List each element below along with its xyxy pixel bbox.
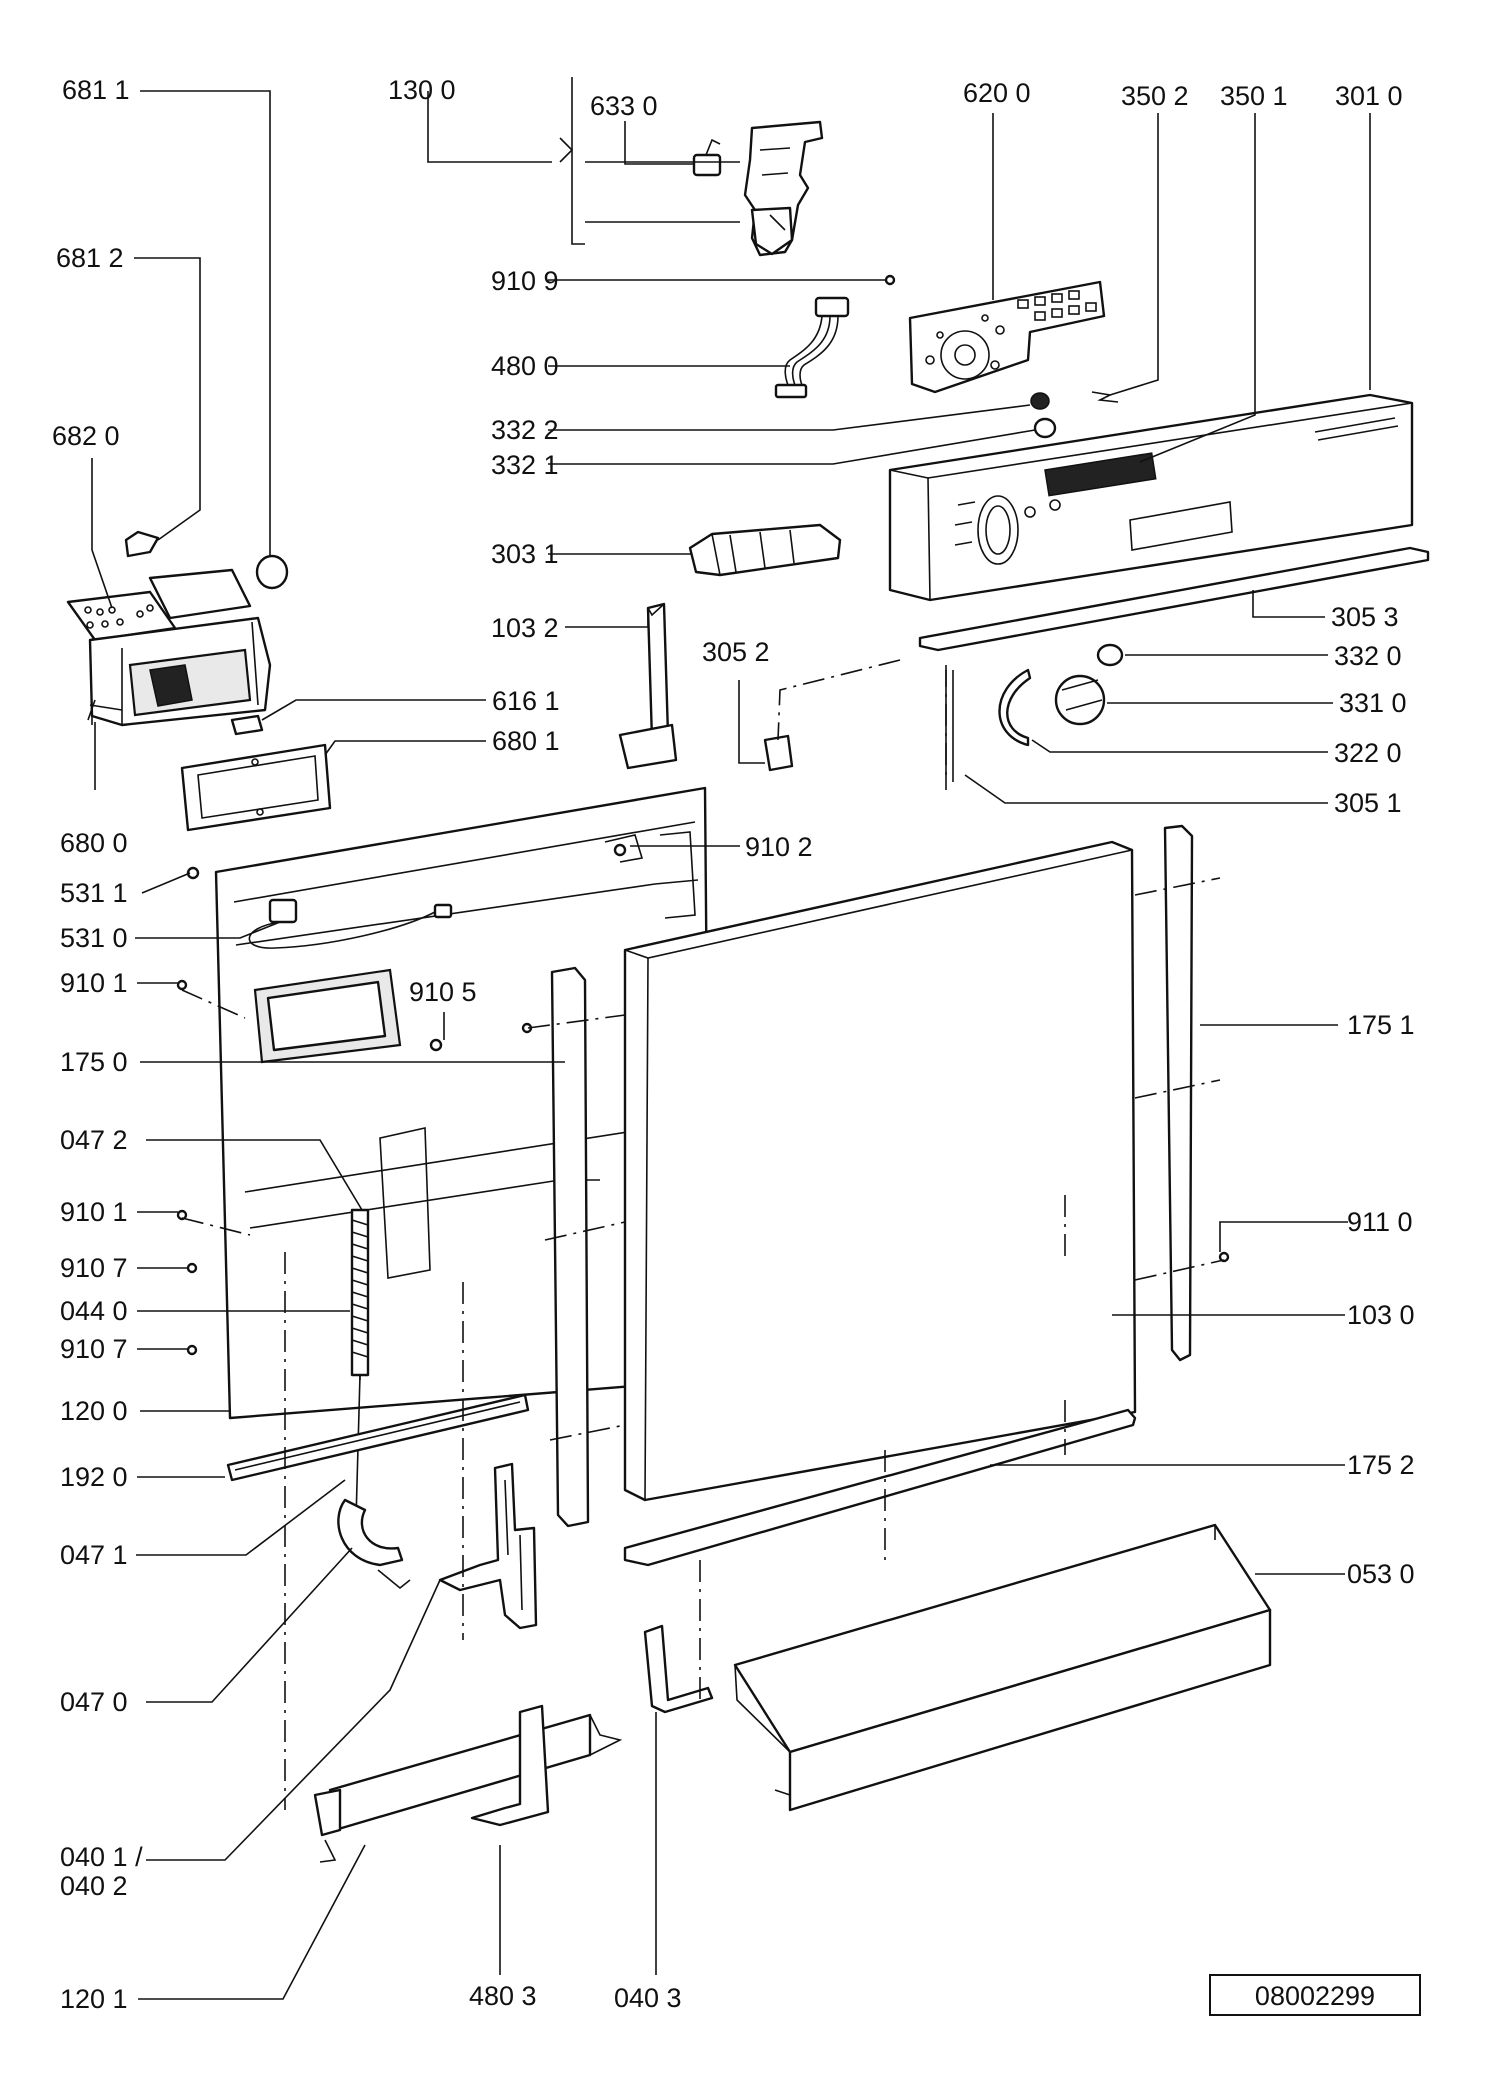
label-103-0: 103 0 [1347, 1300, 1415, 1330]
label-910-1-a: 910 1 [60, 968, 128, 998]
label-681-2: 681 2 [56, 243, 124, 273]
screw-910-9 [884, 274, 896, 286]
cap-681-1 [255, 554, 289, 590]
label-044-0: 044 0 [60, 1296, 128, 1326]
label-910-2: 910 2 [745, 832, 813, 862]
label-531-1: 531 1 [60, 878, 128, 908]
label-040-2: 040 2 [60, 1871, 128, 1901]
button-332-2 [1030, 392, 1050, 410]
part-number-labels: 681 1 130 0 633 0 620 0 350 2 350 1 301 … [52, 75, 1415, 2014]
hinge-040-1 [438, 1462, 538, 1630]
label-322-0: 322 0 [1334, 738, 1402, 768]
label-047-2: 047 2 [60, 1125, 128, 1155]
kick-plate-120-1 [313, 1713, 623, 1863]
hook-tab [377, 1569, 411, 1590]
label-681-1: 681 1 [62, 75, 130, 105]
label-040-3: 040 3 [614, 1983, 682, 2013]
handle-cover-303-1 [688, 523, 842, 577]
label-350-2: 350 2 [1121, 81, 1189, 111]
label-910-9: 910 9 [491, 266, 559, 296]
label-480-3: 480 3 [469, 1981, 537, 2011]
label-047-0: 047 0 [60, 1687, 128, 1717]
label-620-0: 620 0 [963, 78, 1031, 108]
label-480-0: 480 0 [491, 351, 559, 381]
label-053-0: 053 0 [1347, 1559, 1415, 1589]
label-175-2: 175 2 [1347, 1450, 1415, 1480]
control-panel-fascia [888, 393, 1414, 602]
label-303-1: 303 1 [491, 539, 559, 569]
label-332-0: 332 0 [1334, 641, 1402, 671]
label-047-1: 047 1 [60, 1540, 128, 1570]
label-680-1: 680 1 [492, 726, 560, 756]
button-332-1 [1033, 417, 1057, 439]
bottom-rail-192-0 [226, 1393, 530, 1482]
foot-bracket-480-3 [470, 1704, 550, 1827]
wiring-harness [774, 296, 850, 399]
clip-616-1 [230, 714, 264, 736]
door-latch-assembly [692, 120, 824, 257]
label-682-0: 682 0 [52, 421, 120, 451]
side-trim-left [550, 966, 590, 1528]
label-910-7-a: 910 7 [60, 1253, 128, 1283]
rod-305-1 [945, 670, 954, 782]
label-175-0: 175 0 [60, 1047, 128, 1077]
label-120-0: 120 0 [60, 1396, 128, 1426]
label-130-0: 130 0 [388, 75, 456, 105]
hinge-hook-047-1 [337, 1498, 404, 1567]
control-board [908, 280, 1106, 394]
side-trim-right [1163, 824, 1194, 1362]
door-switch-cable [248, 898, 453, 949]
label-305-3: 305 3 [1331, 602, 1399, 632]
label-911-0: 911 0 [1347, 1207, 1413, 1237]
label-103-2: 103 2 [491, 613, 559, 643]
label-680-0: 680 0 [60, 828, 128, 858]
assembly-centerlines [181, 659, 1225, 1810]
label-616-1: 616 1 [492, 686, 560, 716]
label-040-1: 040 1 / [60, 1842, 143, 1872]
program-knob [1054, 674, 1106, 726]
label-120-1: 120 1 [60, 1984, 128, 2014]
label-531-0: 531 0 [60, 923, 128, 953]
label-633-0: 633 0 [590, 91, 658, 121]
leader-lines [91, 77, 1371, 2000]
toe-kick-053-0 [733, 1523, 1272, 1812]
label-910-5: 910 5 [409, 977, 477, 1007]
outer-door-panel [623, 840, 1137, 1502]
block-305-2 [763, 734, 794, 772]
label-350-1: 350 1 [1220, 81, 1288, 111]
ring-322-0 [998, 668, 1032, 747]
label-332-2: 332 2 [491, 415, 559, 445]
bracket-040-3 [643, 1624, 714, 1714]
label-910-1-b: 910 1 [60, 1197, 128, 1227]
bracket-103-2 [618, 602, 678, 770]
spring-350-2 [1091, 391, 1119, 403]
label-305-2: 305 2 [702, 637, 770, 667]
document-code: 08002299 [1255, 1981, 1375, 2011]
lid-681-2 [124, 530, 160, 558]
button-332-0 [1096, 643, 1124, 667]
label-331-0: 331 0 [1339, 688, 1407, 718]
label-305-1: 305 1 [1334, 788, 1402, 818]
label-910-7-b: 910 7 [60, 1334, 128, 1364]
document-reference: 08002299 [1209, 1974, 1421, 2016]
label-301-0: 301 0 [1335, 81, 1403, 111]
dispenser-gasket [180, 743, 332, 832]
label-332-1: 332 1 [491, 450, 559, 480]
fascia-strip [918, 546, 1430, 652]
label-192-0: 192 0 [60, 1462, 128, 1492]
detergent-dispenser [66, 568, 272, 727]
bottom-trim [623, 1408, 1137, 1567]
screws [176, 834, 1230, 1356]
label-175-1: 175 1 [1347, 1010, 1415, 1040]
